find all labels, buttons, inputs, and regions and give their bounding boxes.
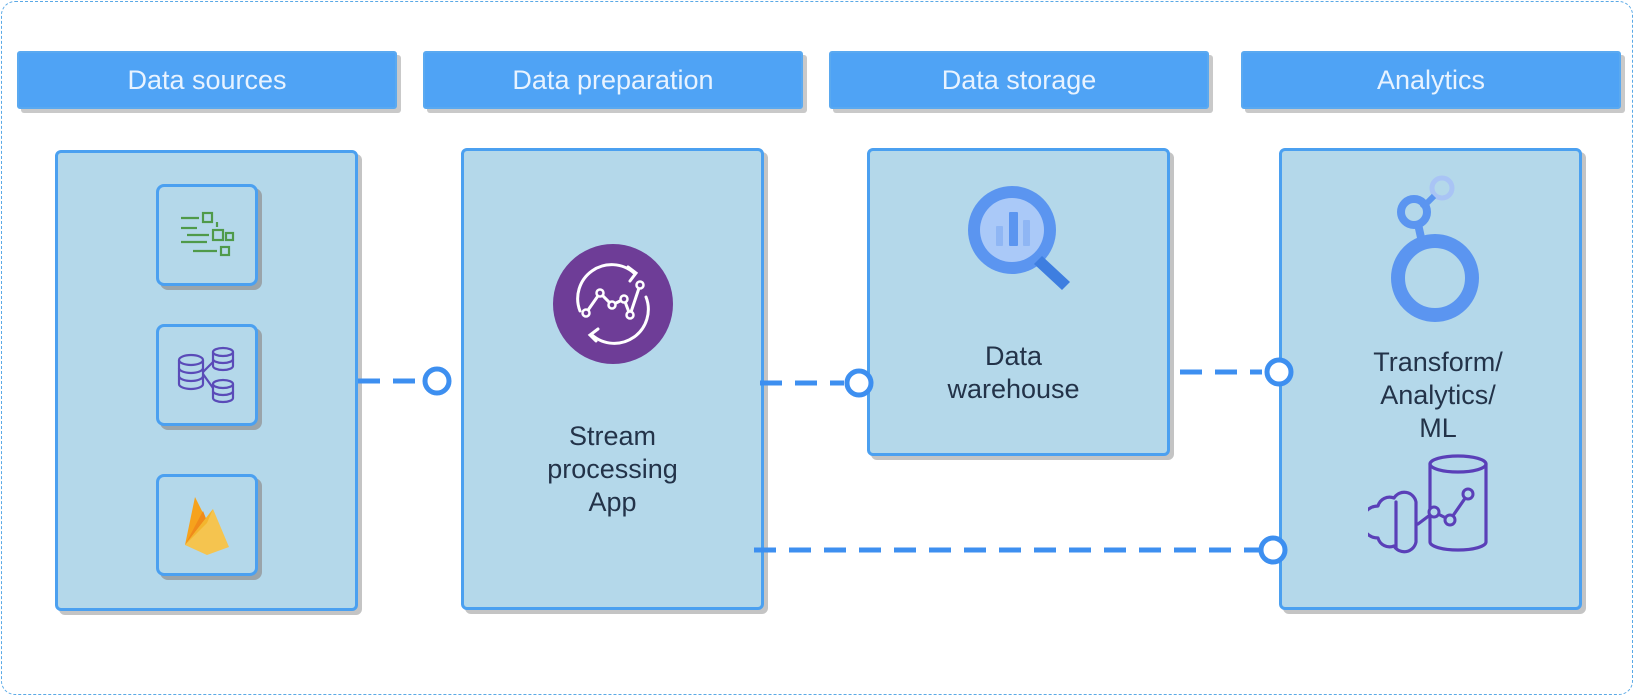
- database-replication-icon: [177, 346, 235, 404]
- data-warehouse-label: Data warehouse: [947, 341, 1080, 404]
- stream-processing-label: Stream processing App: [547, 421, 678, 517]
- looker-icon: [1386, 172, 1486, 327]
- header-data-storage: Data storage: [829, 51, 1209, 109]
- stream-analytics-icon: [552, 243, 674, 370]
- source-tile-database[interactable]: [156, 324, 258, 426]
- stream-processing-panel[interactable]: [461, 148, 764, 610]
- header-data-preparation: Data preparation: [423, 51, 803, 109]
- source-tile-dataflow[interactable]: [156, 184, 258, 286]
- header-analytics: Analytics: [1241, 51, 1621, 109]
- header-data-sources: Data sources: [17, 51, 397, 109]
- analytics-label: Transform/ Analytics/ ML: [1373, 347, 1503, 443]
- source-tile-firebase[interactable]: [156, 474, 258, 576]
- dataflow-icon: [181, 211, 235, 257]
- firebase-icon: [185, 497, 229, 555]
- bigquery-icon: [958, 176, 1078, 301]
- ml-database-icon: [1360, 452, 1490, 559]
